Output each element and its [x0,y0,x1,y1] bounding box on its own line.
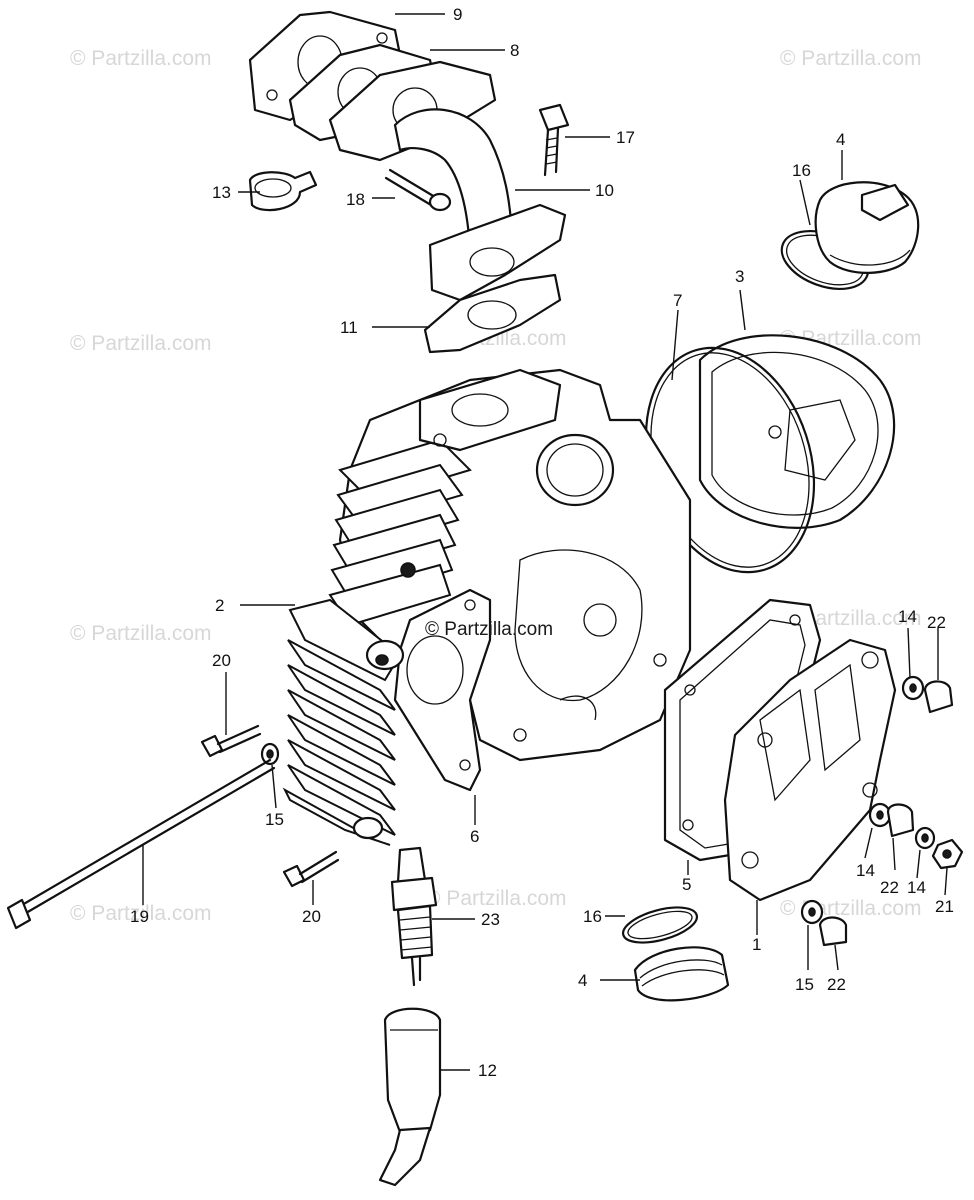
callout-1: 1 [752,935,761,954]
callout-14-upper: 14 [898,607,917,626]
callout-22-mid: 22 [880,878,899,897]
part-15-washer-right[interactable] [800,899,824,925]
part-1-head-cover[interactable] [723,638,897,902]
watermark-text: © Partzilla.com [70,902,212,925]
callout-13: 13 [212,183,231,202]
leader-lines [142,13,948,1071]
part-6-gasket[interactable] [393,588,492,792]
part-14-washer-mid[interactable] [868,802,892,828]
callout-17: 17 [616,128,635,147]
part-22-cap-nut-lower[interactable] [818,916,848,947]
callout-2: 2 [215,596,224,615]
center-watermark: © Partzilla.com [425,619,553,640]
callout-14-mid: 14 [856,861,875,880]
callout-14-right: 14 [907,878,926,897]
callout-19: 19 [130,907,149,926]
part-16-o-ring-lower[interactable] [619,901,700,950]
callout-3: 3 [735,267,744,286]
part-14-washer-right[interactable] [914,826,936,850]
callout-22-upper: 22 [927,613,946,632]
part-13-clamp[interactable] [248,170,318,212]
watermark-text: © Partzilla.com [70,332,212,355]
part-19-long-bolt[interactable] [6,758,276,930]
part-10-intake-pipe[interactable] [328,60,567,302]
callout-16-lower: 16 [583,907,602,926]
part-22-cap-nut-upper[interactable] [923,680,954,714]
part-15-washer-left[interactable] [260,742,280,766]
part-4-cap-top[interactable] [814,181,920,274]
part-21-nut[interactable] [931,838,964,870]
callout-12: 12 [478,1061,497,1080]
callout-4-lower: 4 [578,971,587,990]
callout-10: 10 [595,181,614,200]
part-23-spark-plug[interactable] [390,846,438,987]
part-22-cap-nut-mid[interactable] [886,803,915,838]
callout-22-lower: 22 [827,975,846,994]
callout-8: 8 [510,41,519,60]
part-20-bolt-upper[interactable] [200,724,262,758]
callout-15-left: 15 [265,810,284,829]
callout-18: 18 [346,190,365,209]
part-2-cylinder[interactable] [282,598,405,846]
watermark-text: © Partzilla.com [425,887,567,910]
part-12-plug-cap[interactable] [378,1007,442,1187]
part-11-gasket[interactable] [423,273,562,354]
callout-9: 9 [453,5,462,24]
watermark-text: © Partzilla.com [70,47,212,70]
part-17-bolt[interactable] [538,103,570,177]
callout-5: 5 [682,875,691,894]
callout-21: 21 [935,897,954,916]
watermark-text: © Partzilla.com [70,622,212,645]
callout-20-upper: 20 [212,651,231,670]
watermark-text: © Partzilla.com [780,47,922,70]
callout-20-lower: 20 [302,907,321,926]
part-3-side-cover[interactable] [698,334,896,529]
callout-15-right: 15 [795,975,814,994]
part-4-cap-lower[interactable] [633,946,730,1002]
callout-6: 6 [470,827,479,846]
part-14-washer-upper[interactable] [901,675,925,701]
callout-labels: 9 8 17 10 13 18 11 4 16 3 7 2 20 15 6 5 … [130,5,954,1080]
part-20-bolt-lower[interactable] [282,850,340,888]
watermark-text: © Partzilla.com [780,897,922,920]
callout-16-top: 16 [792,161,811,180]
callout-7: 7 [673,291,682,310]
part-18-stud[interactable] [384,168,452,212]
callout-23: 23 [481,910,500,929]
callout-11: 11 [340,318,358,337]
callout-4-top: 4 [836,130,845,149]
